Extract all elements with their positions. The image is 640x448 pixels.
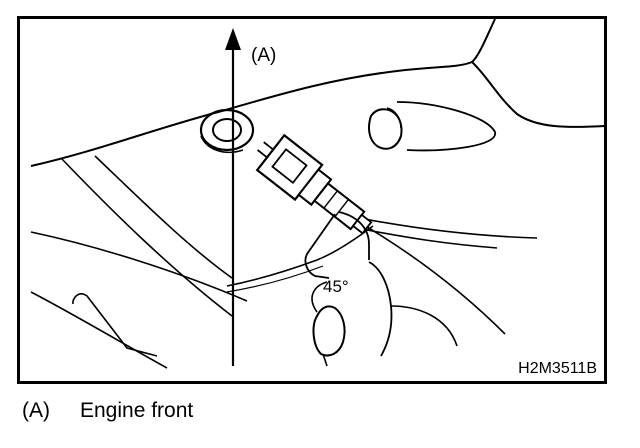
connector-window [271, 148, 308, 184]
frame-line-2 [94, 155, 233, 279]
finger-grip [312, 305, 346, 357]
tool-outline-left [304, 213, 336, 279]
diagram-border [17, 16, 607, 384]
hand-outline [390, 305, 458, 347]
arrow-label: (A) [251, 45, 276, 66]
bulb-socket-inner [212, 118, 242, 142]
frame-line-3 [30, 231, 248, 302]
bulb-socket-shadow [200, 135, 244, 154]
lever-line-2 [356, 227, 498, 249]
direction-arrow-head [225, 28, 241, 50]
body-contour-right [471, 61, 606, 128]
bracket-outline [72, 293, 158, 357]
thumb-outline [368, 261, 393, 357]
grommet-plug-rim [386, 107, 402, 129]
angle-label: 45° [323, 277, 349, 296]
frame-line-4 [30, 291, 168, 369]
legend-description: Engine front [80, 399, 194, 422]
figure-code: H2M3511B [518, 360, 597, 377]
frame-line-1 [60, 157, 233, 317]
diagram-drawing: (A) 45° H2M3511B [17, 16, 607, 384]
diagram-figure: (A) 45° H2M3511B [17, 16, 607, 384]
grommet-ellipse [396, 101, 496, 152]
connector-assembly [255, 133, 373, 235]
tool-outline-right [338, 211, 370, 260]
legend-key: (A) [22, 399, 50, 422]
lever-line-3 [356, 220, 506, 335]
grommet-plug [368, 108, 403, 150]
bulb-socket-outer [199, 108, 255, 152]
angle-arc [226, 225, 374, 287]
body-contour-top [30, 18, 496, 167]
legend-caption: (A) Engine front [22, 397, 193, 425]
